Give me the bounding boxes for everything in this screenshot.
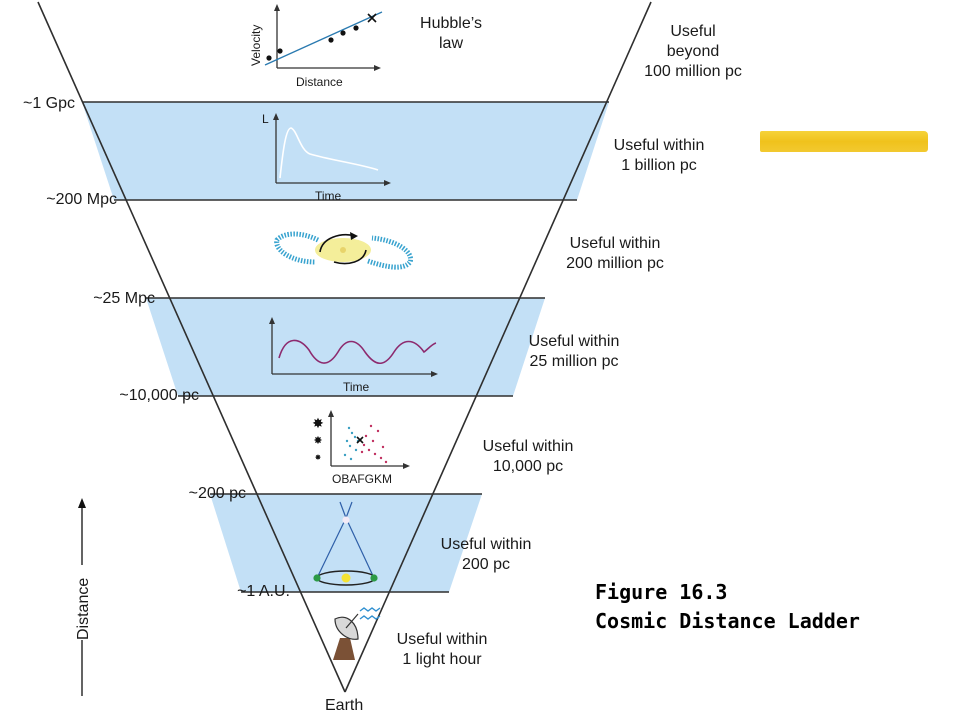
svg-text:✸: ✸ xyxy=(315,453,322,462)
distance-label-10000-pc: ~10,000 pc xyxy=(119,387,199,404)
svg-text:✸: ✸ xyxy=(312,416,324,432)
distance-label-1-gpc: ~1 Gpc xyxy=(22,95,75,112)
parallax-sketch xyxy=(313,501,378,586)
hr-diagram-plot: ✸ ✸ ✸ xyxy=(312,410,410,469)
hubble-plot xyxy=(264,4,383,71)
figure-caption: Figure 16.3 Cosmic Distance Ladder xyxy=(595,578,860,636)
earth-label: Earth xyxy=(325,697,364,714)
figure-number: Figure 16.3 xyxy=(595,580,728,604)
distance-label-1-au: ~1 A.U. xyxy=(237,583,290,600)
highlighter-mark xyxy=(760,131,928,152)
luminosity-axis-label: L xyxy=(262,112,269,126)
distance-label-25-mpc: ~25 Mpc xyxy=(93,290,155,307)
band-cepheid xyxy=(146,298,545,396)
time-axis-label: Time xyxy=(315,189,342,203)
distance-label-200-pc: ~200 pc xyxy=(188,485,246,502)
rung-lines xyxy=(82,101,609,593)
spiral-galaxy-icon xyxy=(274,231,413,270)
distance-label-200-mpc: ~200 Mpc xyxy=(46,191,117,208)
cepheid-plot xyxy=(269,317,438,377)
velocity-axis-label: Velocity xyxy=(249,24,263,66)
band-parallax xyxy=(210,494,482,592)
band-supernova xyxy=(82,102,609,200)
ladder-triangle xyxy=(37,1,652,693)
supernova-plot xyxy=(273,113,391,186)
distance-arrow xyxy=(78,498,86,696)
figure-title: Cosmic Distance Ladder xyxy=(595,609,860,633)
spectral-class-label: OBAFGKM xyxy=(332,472,393,486)
distance-axis-label: Distance xyxy=(296,75,343,89)
svg-text:✸: ✸ xyxy=(313,434,322,447)
radar-dish-icon xyxy=(333,607,381,660)
side-axis-label: Distance xyxy=(75,578,92,640)
time-axis-label-2: Time xyxy=(343,380,370,394)
